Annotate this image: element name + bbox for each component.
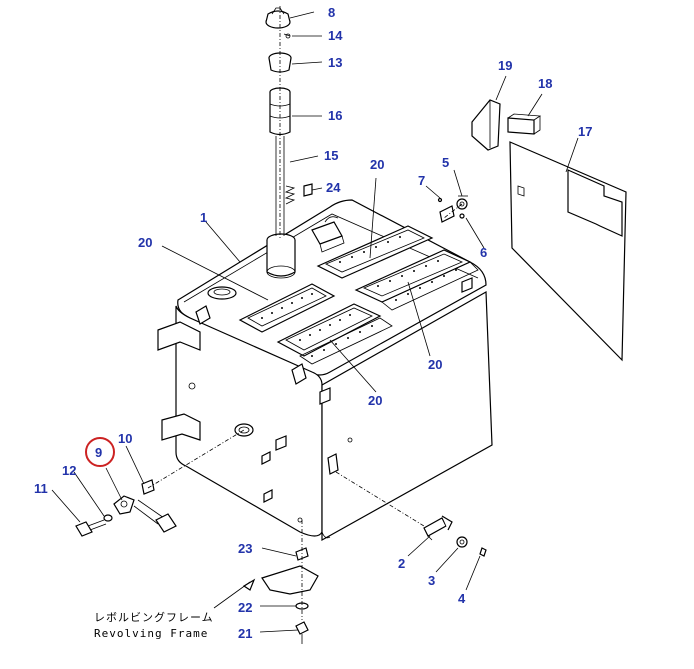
callout-18: 18 [538,76,552,91]
callout-6: 6 [480,245,487,260]
callout-21: 21 [238,626,252,641]
callout-23: 23 [238,541,252,556]
callout-12: 12 [62,463,76,478]
callout-24: 24 [326,180,341,195]
center-lines [147,6,463,620]
filler-cap-assembly [265,7,313,236]
callout-19: 19 [498,58,512,73]
front-fittings [188,382,353,523]
callout-20-bottom: 20 [368,393,382,408]
callout-4: 4 [458,591,466,606]
callout-8: 8 [328,5,335,20]
callout-15: 15 [324,148,338,163]
callout-5: 5 [442,155,449,170]
callout-3: 3 [428,573,435,588]
callout-9: 9 [95,445,102,460]
callout-20-top-center: 20 [370,157,384,172]
drain-parts-left [75,479,177,537]
top-cap-ring [207,286,237,300]
bracket-19 [471,99,501,151]
callout-20-top-left: 20 [138,235,152,250]
side-brackets [157,321,201,441]
revolving-frame-label: レボルビングフレーム Revolving Frame [94,610,214,640]
revolving-frame-label-jp: レボルビングフレーム [94,610,214,624]
callout-numbers: 8 14 13 16 15 24 1 20 20 20 20 7 5 6 19 … [34,5,592,641]
highlight-circle-9 [85,437,115,467]
callout-17: 17 [578,124,592,139]
cover-panel-17 [509,141,627,362]
mounting-tabs [195,205,473,405]
pad-18 [507,113,542,135]
callout-11: 11 [34,481,48,496]
callout-16: 16 [328,108,342,123]
callout-1: 1 [200,210,207,225]
filler-neck-base [266,233,296,279]
cover-plates [238,225,479,365]
callout-20-right: 20 [428,357,442,372]
callout-13: 13 [328,55,342,70]
drain-valve-parts [423,515,487,557]
callout-10: 10 [118,431,132,446]
callout-22: 22 [238,600,252,615]
callout-7: 7 [418,173,425,188]
callout-14: 14 [328,28,343,43]
revolving-frame-label-en: Revolving Frame [94,627,208,640]
top-bracket [311,216,345,253]
leader-lines [51,11,579,633]
revolving-frame-mount [261,547,319,644]
callout-2: 2 [398,556,405,571]
